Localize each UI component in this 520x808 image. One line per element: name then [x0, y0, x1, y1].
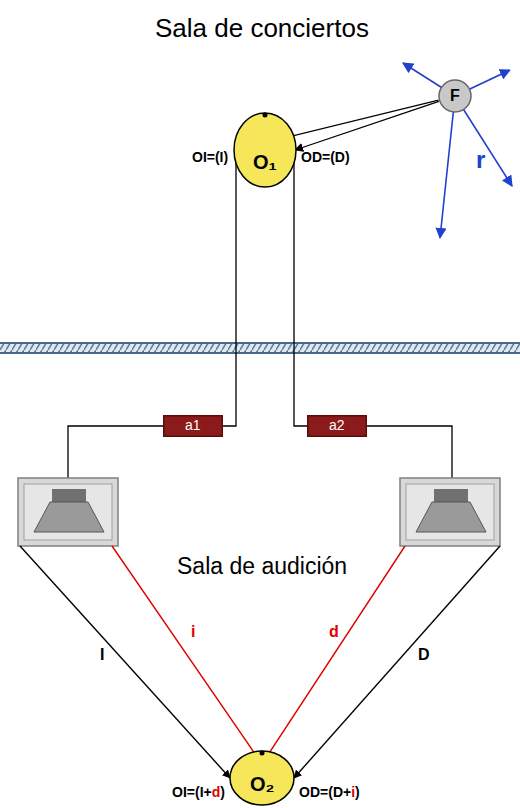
radiation-arrows [403, 63, 512, 238]
ear-signal-label: OI=(I) [192, 149, 228, 165]
speaker-left [18, 478, 118, 546]
path-label: I [98, 646, 106, 664]
room-title: Sala de audición [177, 553, 347, 579]
sound-ray [295, 101, 439, 150]
node-shape [233, 112, 297, 188]
node-label: a2 [329, 418, 345, 433]
signal-wire [223, 160, 236, 426]
path-label: i [189, 623, 197, 641]
path-label: d [327, 623, 341, 641]
listener-head: O₁ [233, 112, 297, 188]
ear-signal-label: OD=(D+i) [299, 784, 360, 800]
radius-label: r [476, 146, 485, 174]
speaker-right [400, 478, 500, 546]
node-label: O₁ [253, 151, 277, 173]
sound-paths [20, 546, 500, 779]
node-label: F [450, 87, 460, 105]
ear-signal-label: OD=(D) [301, 149, 350, 165]
amplifier-box: a2 [307, 415, 367, 437]
node-label: a1 [185, 418, 201, 433]
sound-source: F [438, 79, 472, 113]
speaker-wires [68, 426, 452, 478]
ear-signal-label: OI=(I+d) [172, 784, 225, 800]
node-label: O₂ [250, 773, 274, 795]
signal-wire [294, 160, 307, 426]
path-label: D [416, 646, 432, 664]
wall-divider [0, 343, 520, 353]
amplifier-box: a1 [163, 415, 223, 437]
room-title: Sala de conciertos [155, 14, 369, 44]
listener-head: O₂ [229, 750, 295, 806]
